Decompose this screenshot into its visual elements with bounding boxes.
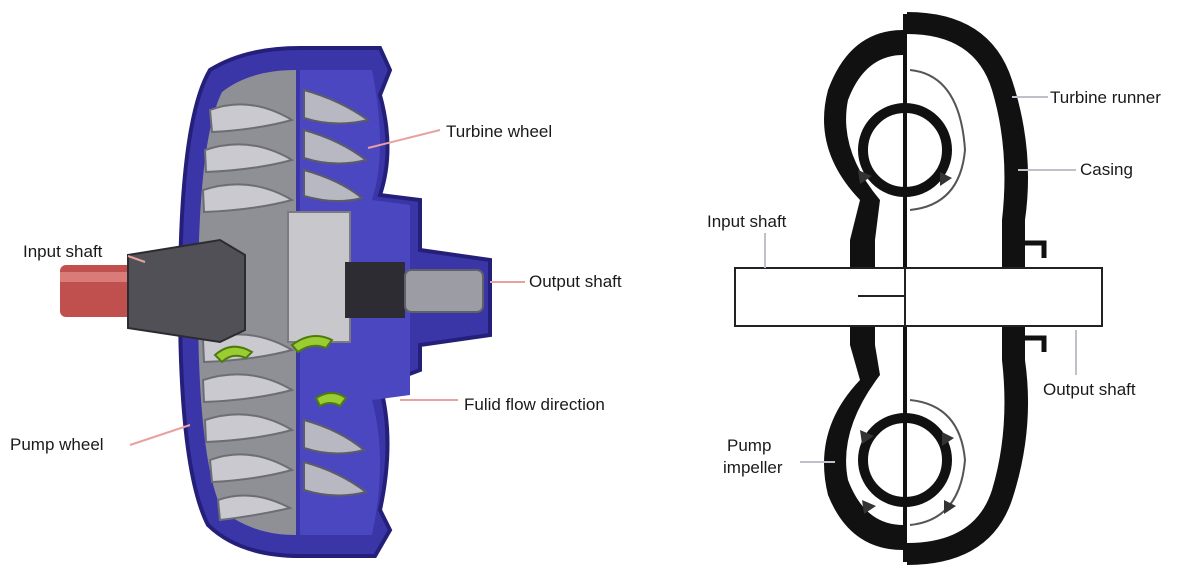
label-output-shaft-left: Output shaft: [529, 272, 622, 291]
output-shaft-rod: [404, 269, 484, 313]
turbine-blades: [303, 88, 371, 497]
label-input-shaft-left: Input shaft: [23, 242, 103, 261]
label-pump-wheel: Pump wheel: [10, 435, 104, 454]
shaft-output: [904, 267, 1103, 327]
label-turbine-wheel: Turbine wheel: [446, 122, 553, 141]
label-input-shaft-right: Input shaft: [707, 212, 787, 231]
label-output-shaft-right: Output shaft: [1043, 380, 1136, 399]
label-casing: Casing: [1080, 160, 1133, 179]
cutaway-illustration: [60, 46, 525, 558]
input-shaft-housing: [127, 238, 246, 344]
hub: [287, 211, 351, 343]
label-fluid-flow-direction: Fulid flow direction: [464, 395, 605, 414]
leader-lines-right: [764, 96, 1077, 463]
section-drawing: [734, 12, 1103, 565]
fluid-flow-arrows: [213, 335, 348, 408]
label-pump-impeller-line2: impeller: [723, 458, 783, 477]
flow-arrows-right: [858, 170, 956, 514]
label-turbine-runner: Turbine runner: [1050, 88, 1161, 107]
label-pump-impeller-line1: Pump: [727, 436, 772, 455]
leader-lines-left: [127, 129, 525, 446]
